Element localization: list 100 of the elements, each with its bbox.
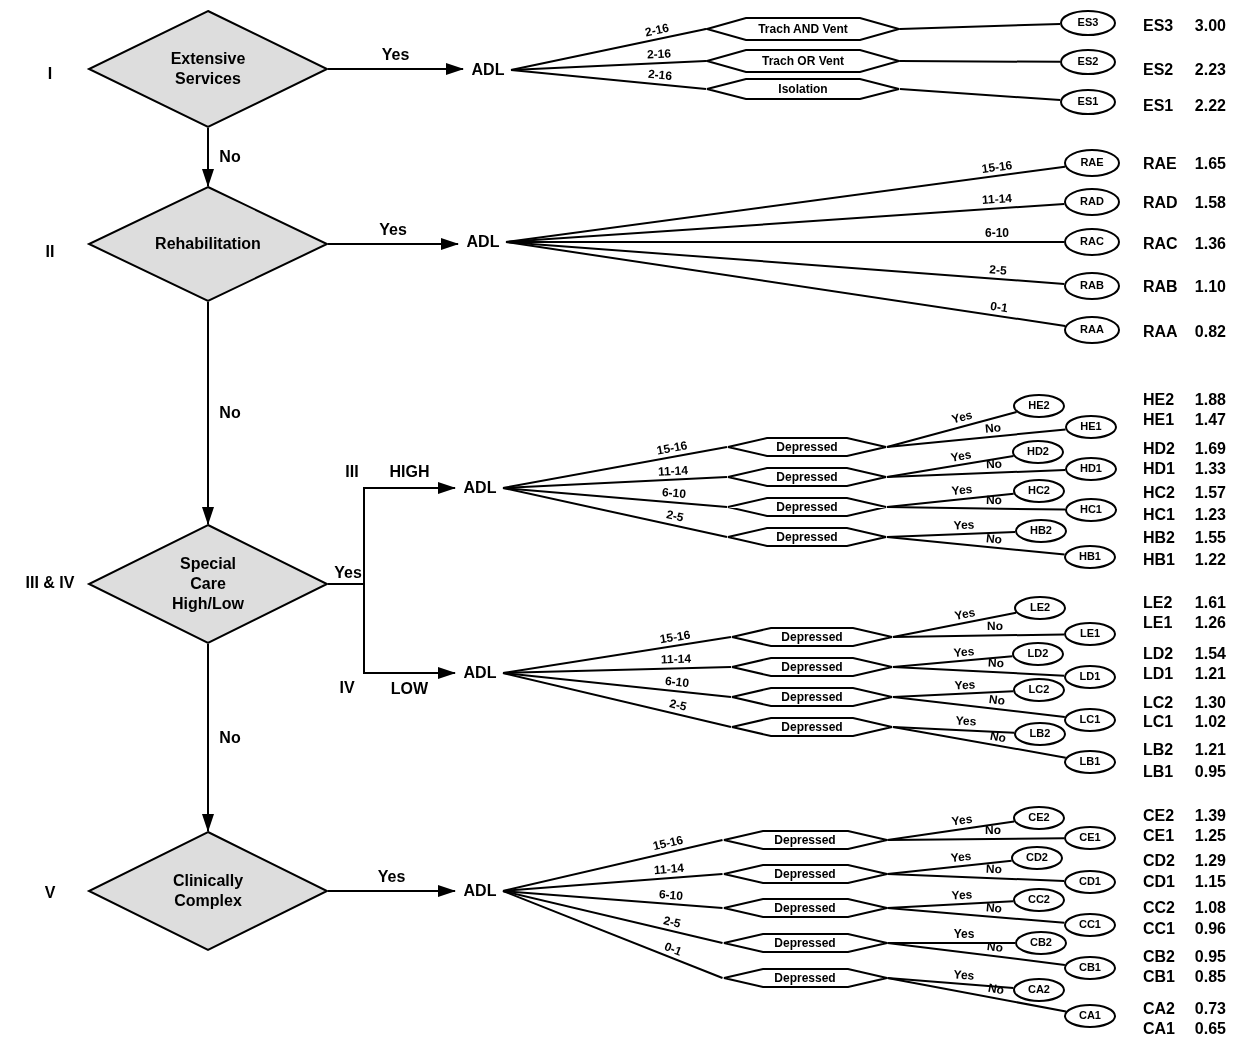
outcome-ellipse: HC2 [1013,479,1065,503]
group-weight: 1.55 [1194,529,1226,547]
outcome-ellipse: RAA [1064,316,1120,344]
group-code: RAD [1143,194,1178,212]
outcome-ellipse: CC1 [1064,913,1116,937]
connector-line [886,900,1015,909]
edge-label: 15-16 [658,627,692,647]
edge-label: 0-1 [662,939,684,959]
condition-hexagon: Depressed [727,437,887,457]
arrow [327,238,459,250]
outcome-ellipse: CE2 [1013,806,1065,830]
condition-hexagon: Depressed [731,627,893,647]
edge-label: HIGH [389,463,430,481]
group-code: HB1 [1143,551,1175,569]
edge-label: 6-10 [661,485,687,502]
group-code: RAC [1143,235,1178,253]
outcome-ellipse: HD1 [1065,457,1117,481]
group-code: ES3 [1143,17,1174,35]
group-weight: 1.25 [1194,827,1226,845]
group-code: CD2 [1143,852,1175,870]
group-weight: 1.21 [1194,741,1226,759]
group-weight: 1.21 [1194,665,1226,683]
arrow [202,127,214,187]
edge-label: 11-14 [660,652,692,667]
outcome-ellipse: LC1 [1064,708,1116,732]
condition-hexagon: Depressed [722,933,888,953]
group-weight: 2.22 [1194,97,1226,115]
outcome-ellipse: CC2 [1013,888,1065,912]
edge-label: Yes [951,887,974,903]
group-code: LB1 [1143,763,1174,781]
edge-label: 11-14 [981,191,1013,208]
connector-line [502,890,724,979]
group-weight: 1.02 [1194,713,1226,731]
level-numeral: III & IV [25,574,75,592]
group-weight: 1.10 [1194,278,1226,296]
group-code: CD1 [1143,873,1175,891]
outcome-ellipse: ES2 [1060,49,1116,75]
arrow [327,63,464,75]
node-label: ADL [459,478,501,498]
connector-line [886,977,1067,1013]
group-weight: 3.00 [1194,17,1226,35]
outcome-ellipse: CB2 [1015,931,1067,955]
level-numeral: V [44,884,56,902]
decision-diamond: Clinically Complex [88,831,328,951]
group-code: LD1 [1143,665,1174,683]
connector-line [886,506,1066,511]
condition-hexagon: Depressed [722,830,888,850]
outcome-ellipse: HE2 [1013,394,1065,418]
edge-label: Yes [953,677,976,693]
connector-line [886,411,1018,448]
outcome-ellipse: CD2 [1011,846,1063,870]
outcome-ellipse: RAE [1064,149,1120,177]
edge-label: 2-5 [668,696,689,715]
connector-line [899,60,1061,63]
condition-hexagon: Trach AND Vent [706,17,900,41]
edge-label: Yes [953,927,975,941]
connector-line [892,666,1066,677]
group-weight: 1.30 [1194,694,1226,712]
decision-diamond: Extensive Services [88,10,328,128]
condition-hexagon: Depressed [731,717,893,737]
edge-label: 2-16 [644,20,671,40]
condition-hexagon: Depressed [727,527,887,547]
group-weight: 0.85 [1194,968,1226,986]
group-weight: 1.88 [1194,391,1226,409]
level-numeral: I [47,65,53,83]
edge-label: Yes [950,811,974,829]
edge-label: 11-14 [657,462,689,479]
connector-line [886,428,1067,448]
condition-hexagon: Depressed [727,497,887,517]
outcome-ellipse: LB1 [1064,750,1116,774]
edge-label: No [985,492,1003,507]
condition-hexagon: Trach OR Vent [706,49,900,73]
arrow [327,885,456,897]
outcome-ellipse: CB1 [1064,956,1116,980]
group-weight: 1.08 [1194,899,1226,917]
group-code: CA1 [1143,1020,1175,1038]
edge-label: Yes [379,221,407,239]
connector-line [502,487,728,538]
edge-label: 11-14 [653,860,685,878]
group-code: HD2 [1143,440,1175,458]
outcome-ellipse: LB2 [1014,722,1066,746]
connector-line [510,69,707,90]
outcome-ellipse: LE2 [1014,596,1066,620]
connector-line [886,873,1066,882]
group-weight: 0.96 [1194,920,1226,938]
group-weight: 1.22 [1194,551,1226,569]
group-code: RAE [1143,155,1177,173]
group-weight: 1.29 [1194,852,1226,870]
node-label: ADL [467,60,509,80]
connector-line [899,22,1062,30]
outcome-ellipse: HD2 [1012,440,1064,464]
outcome-ellipse: RAD [1064,188,1120,216]
group-code: CE1 [1143,827,1175,845]
group-weight: 1.65 [1194,155,1226,173]
group-code: CC2 [1143,899,1175,917]
group-weight: 1.61 [1194,594,1226,612]
group-weight: 1.26 [1194,614,1226,632]
node-label: ADL [459,663,501,683]
group-code: HE1 [1143,411,1175,429]
edge-label: Yes [950,849,973,866]
